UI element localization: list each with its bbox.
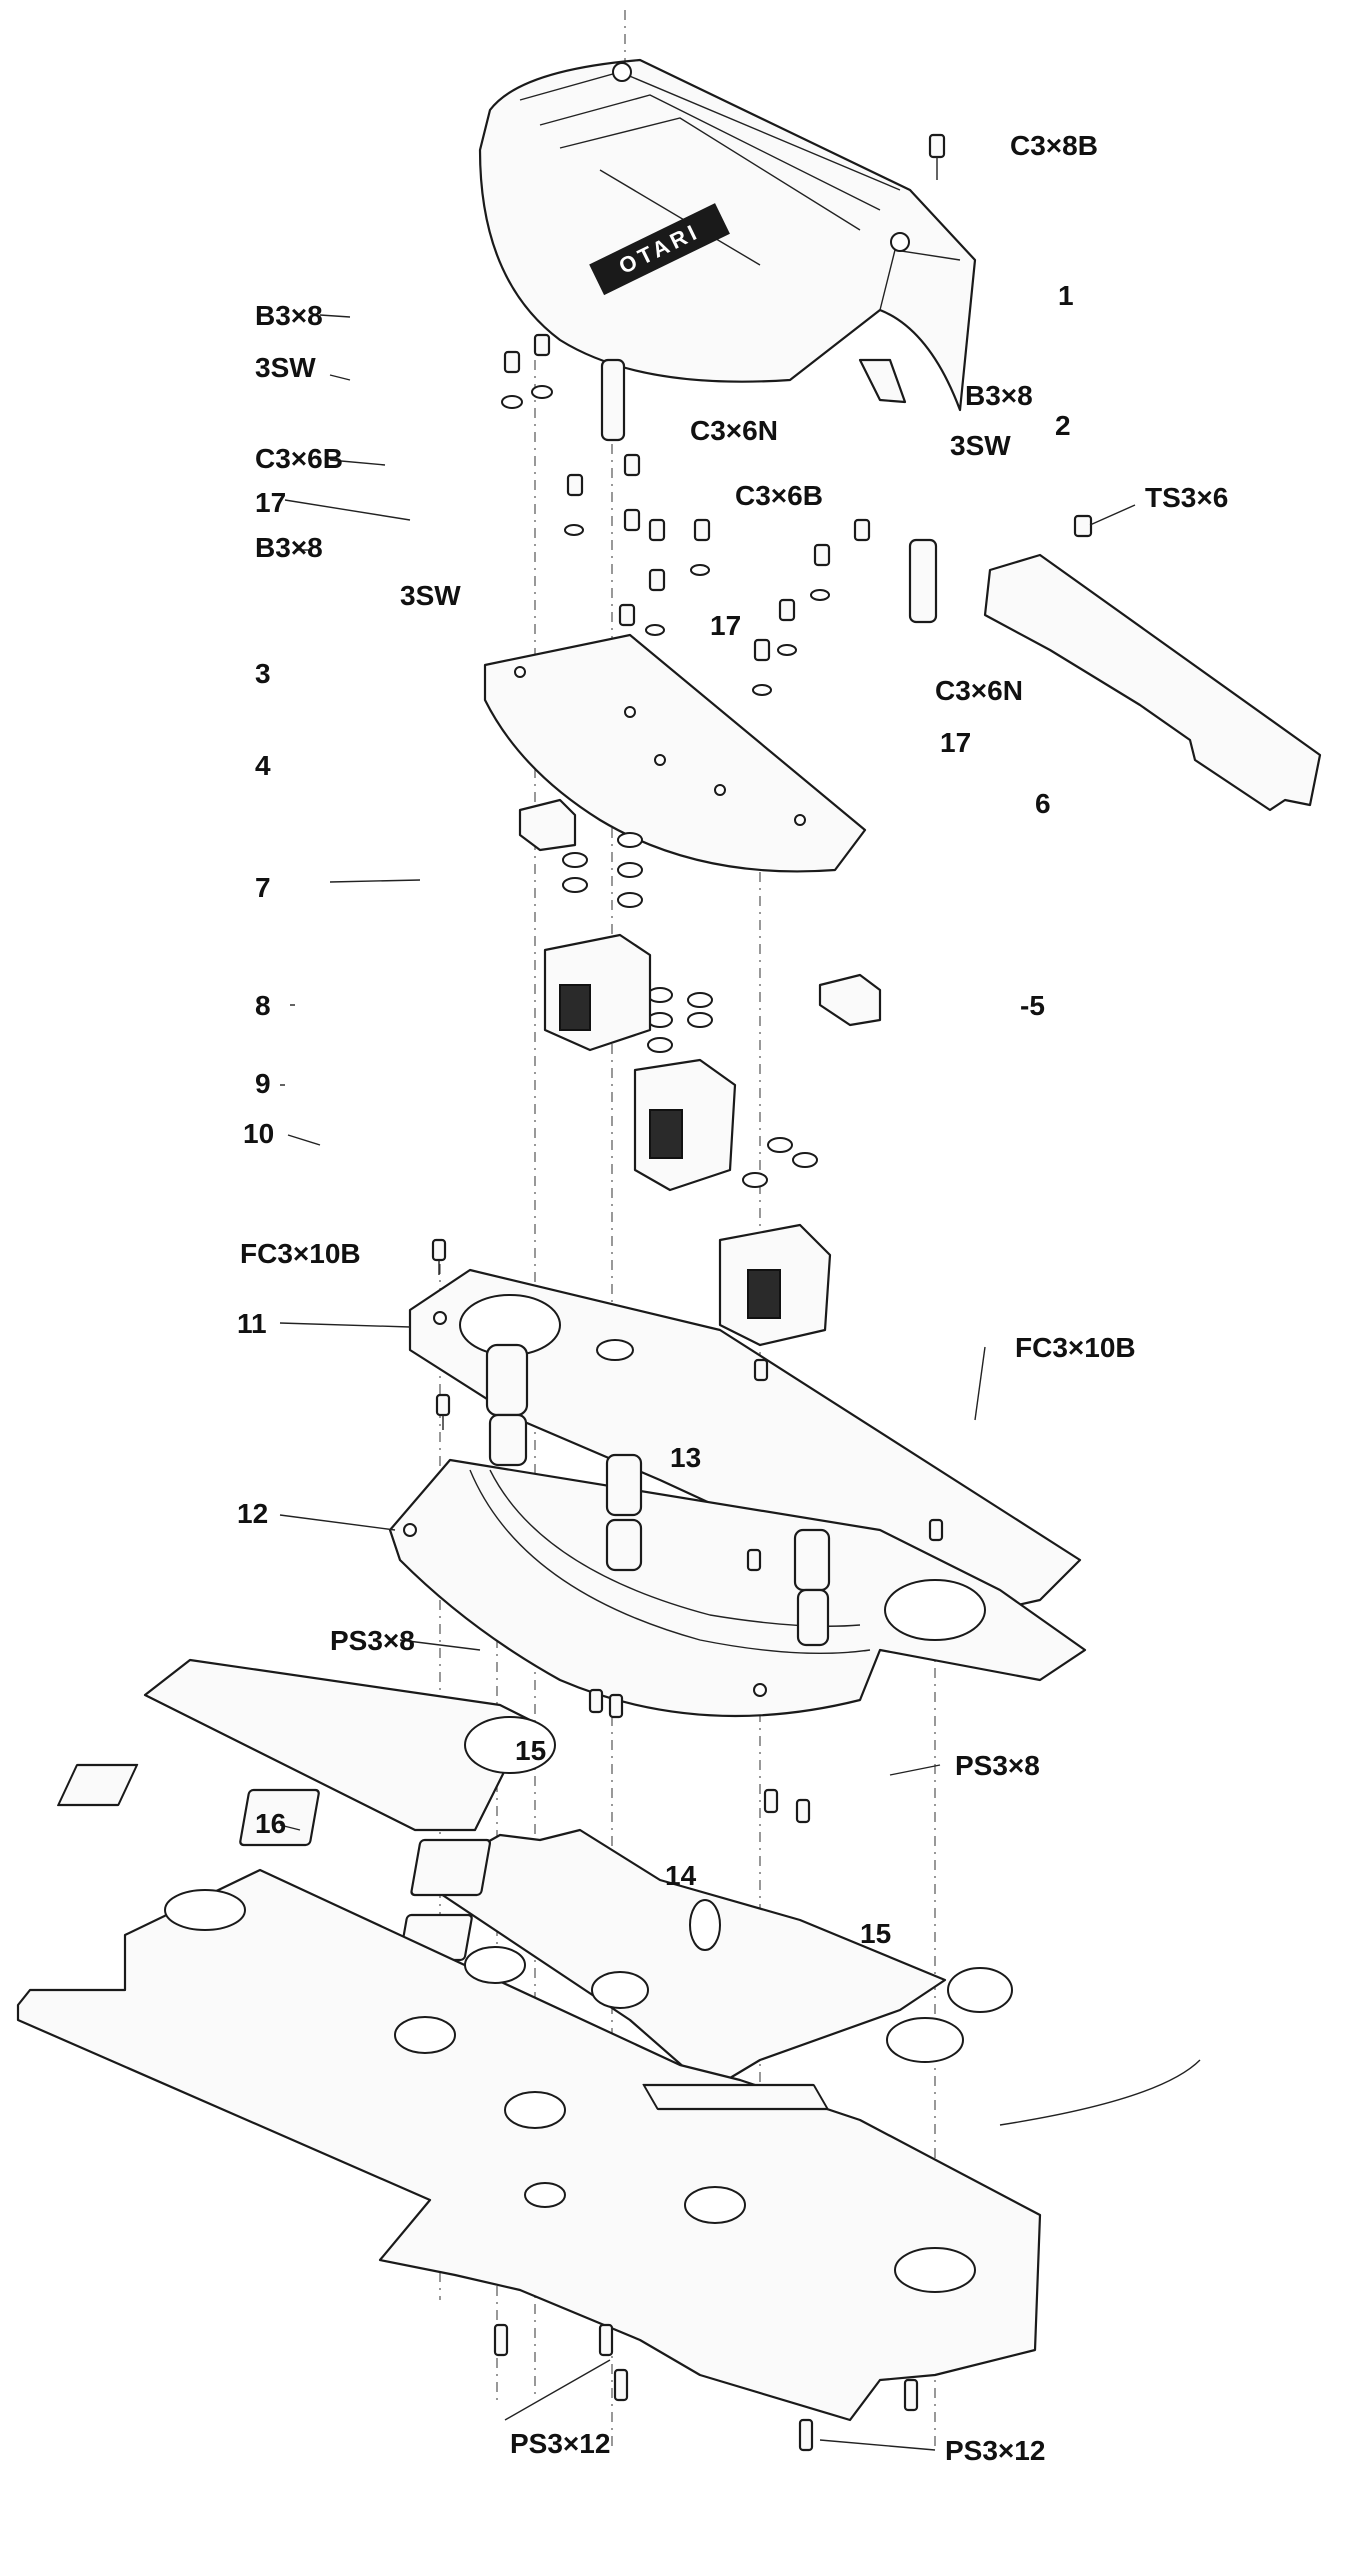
label-b3x8-left2: B3×8 [255,532,323,563]
roller-posts [485,1343,831,1647]
bracket-right [818,973,882,1027]
label-c3x6b-mid: C3×6B [735,480,823,511]
label-12: 12 [237,1498,268,1529]
head-cover [478,58,977,412]
screws-ps3x8 [588,1688,811,1824]
label-ps3x8-right: PS3×8 [955,1750,1040,1781]
control-panel-16 [57,1658,556,1832]
arch-plate-12 [388,1458,1087,1718]
label-2: 2 [1055,410,1071,441]
label-14: 14 [665,1860,697,1891]
label-ps3x8-left: PS3×8 [330,1625,415,1656]
label-9: 9 [255,1068,271,1099]
screws-ps3x12 [493,2323,919,2452]
leader-lines [279,314,1136,2451]
label-6: 6 [1035,788,1051,819]
pcb-14 [239,1788,947,2092]
label-8: 8 [255,990,271,1021]
label-b3x8-right: B3×8 [965,380,1033,411]
screws-fc3x10b [431,1238,944,1572]
label-c3x6n-top: C3×6N [690,415,778,446]
magnetic-head-3 [718,1223,832,1347]
label-c3x6n-right: C3×6N [935,675,1023,706]
washers-stack [562,832,818,1188]
label-17-mid: 17 [710,610,741,641]
label-10: 10 [243,1118,274,1149]
label-3sw-top: 3SW [255,352,316,383]
shield-plate [983,514,1322,812]
label-3: 3 [255,658,271,689]
label-15-left: 15 [515,1735,546,1766]
label-5: -5 [1020,990,1045,1021]
screws-left-top [501,333,553,409]
magnetic-head-2 [633,1058,737,1192]
label-ps3x12-left: PS3×12 [510,2428,610,2459]
standoff-left [600,358,626,442]
magnetic-head-1 [543,933,652,1052]
chassis-plate [16,1868,1201,2422]
label-ts3x6: TS3×6 [1145,482,1228,513]
label-16: 16 [255,1808,286,1839]
label-4: 4 [255,750,271,781]
label-ps3x12-right: PS3×12 [945,2435,1045,2466]
label-11: 11 [237,1308,267,1339]
label-13: 13 [670,1442,701,1473]
label-3sw-right: 3SW [950,430,1011,461]
screw-cluster-center [564,453,871,696]
label-7: 7 [255,872,271,903]
label-c3x6b-left: C3×6B [255,443,343,474]
label-b3x8-top: B3×8 [255,300,323,331]
label-1: 1 [1058,280,1074,311]
label-15-right: 15 [860,1918,891,1949]
screw-c3x8b [928,133,946,180]
label-fc3x10b-right: FC3×10B [1015,1332,1136,1363]
bracket-left [518,798,577,852]
part-labels: C3×8B 1 B3×8 3SW C3×6B C3×6N 17 B3×8 3SW… [237,130,1228,2466]
label-c3x8b: C3×8B [1010,130,1098,161]
crescent-plate [483,633,867,873]
label-fc3x10b-left: FC3×10B [240,1238,361,1269]
label-3sw-left2: 3SW [400,580,461,611]
label-17-left: 17 [255,487,286,518]
label-17-right: 17 [940,727,971,758]
standoff-right [908,538,938,624]
